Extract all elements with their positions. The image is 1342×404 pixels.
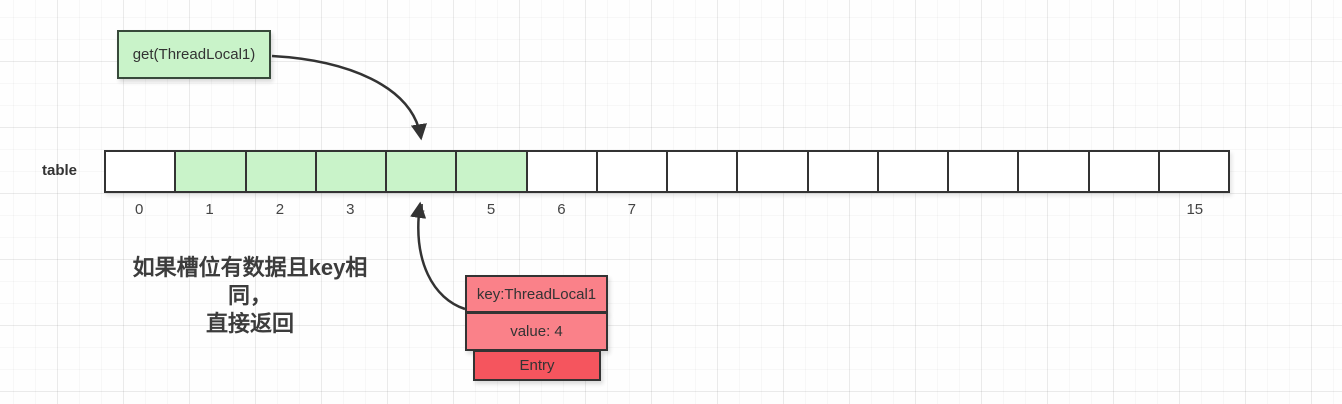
table-index-label-15: 15 [1186,201,1204,218]
entry-name-box: Entry [473,350,601,381]
table-cell-8 [668,152,739,191]
table-cell-11 [878,152,949,191]
table-index-labels: 0 1 2 3 4 5 6 7 15 [104,201,1230,218]
table-index-label-5: 5 [486,201,496,218]
table-cell-12 [949,152,1020,191]
table-cell-7 [597,152,668,191]
table-cell-0 [106,152,177,191]
table-index-label-11 [878,201,948,218]
get-call-box: get(ThreadLocal1) [117,30,271,79]
table-cell-6 [527,152,598,191]
table-cell-9 [738,152,809,191]
table-index-label-0: 0 [135,201,144,218]
table-index-label-10 [808,201,878,218]
table-cell-10 [808,152,879,191]
table-cell-1 [176,152,247,191]
table-index-label-14 [1089,201,1159,218]
get-call-label: get(ThreadLocal1) [132,46,256,63]
table-cell-2 [246,152,317,191]
table-index-label-2: 2 [275,201,285,218]
table-cell-14 [1089,152,1160,191]
table-cell-4 [387,152,458,191]
table-index-label-9 [737,201,807,218]
arrow-entry-to-slot4 [410,201,466,311]
arrow-get-to-slot4 [271,54,427,141]
table-index-label-6: 6 [557,201,566,218]
table-index-label-4: 4 [416,201,425,218]
table-cell-15 [1159,152,1228,191]
entry-key-label: key:ThreadLocal1 [476,285,597,303]
table-cell-3 [316,152,387,191]
annotation-text: 如果槽位有数据且key相同， 直接返回 [116,254,384,338]
table-index-label-3: 3 [346,201,355,218]
entry-value-box: value: 4 [465,312,608,351]
table-label: table [42,162,78,179]
entry-value-label: value: 4 [510,323,563,340]
table-index-label-12 [949,201,1019,218]
table-index-label-7: 7 [627,201,636,218]
table-cell-5 [457,152,528,191]
annotation-line2: 直接返回 [205,311,294,336]
annotation-line1: 如果槽位有数据且key相同， [132,255,368,308]
table-index-label-1: 1 [205,201,214,218]
table-row [104,150,1230,193]
table-index-label-8 [667,201,737,218]
entry-name-label: Entry [519,357,555,374]
entry-key-box: key:ThreadLocal1 [465,275,608,313]
table-cell-13 [1019,152,1090,191]
table-index-label-13 [1019,201,1089,218]
